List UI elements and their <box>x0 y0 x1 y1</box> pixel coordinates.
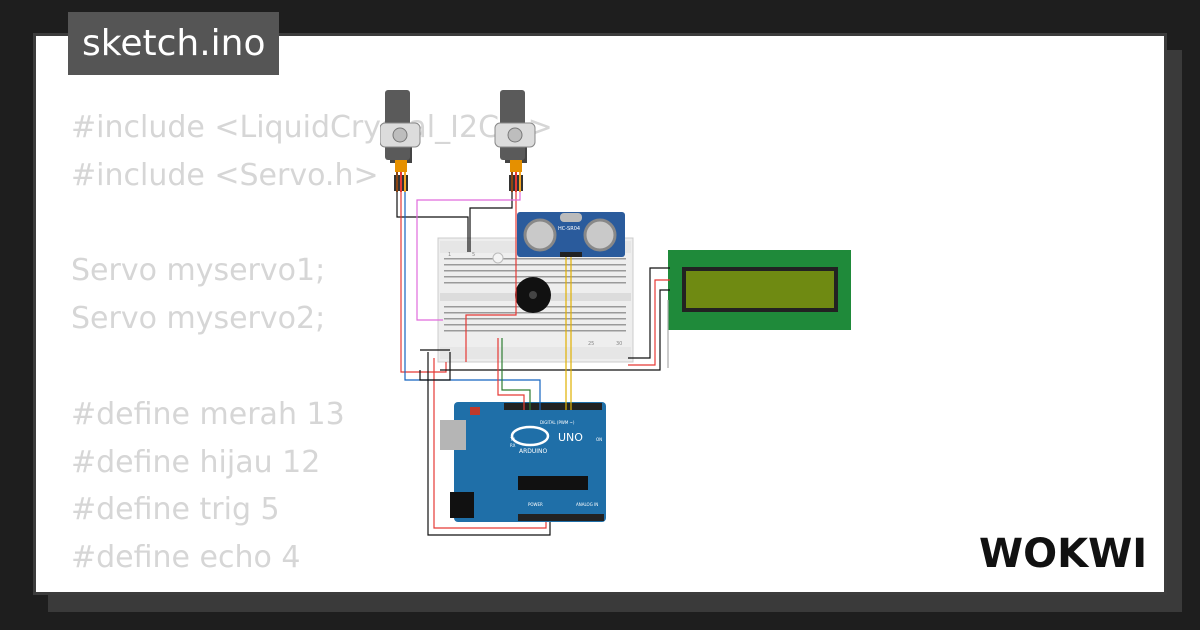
code-line: #define merah 13 <box>71 396 345 432</box>
lcd-display <box>668 250 851 330</box>
bb-col-label: 1 <box>448 252 451 258</box>
led <box>492 252 504 264</box>
code-line: #define hijau 12 <box>71 444 321 480</box>
wokwi-logo: WOKWI <box>979 531 1147 577</box>
code-line: #define trig 5 <box>71 492 280 528</box>
board-brand-label: ARDUINO <box>519 448 548 455</box>
rx-label: RX <box>510 443 516 448</box>
servo-motor <box>380 90 421 192</box>
code-line: Servo myservo2; <box>71 301 326 337</box>
tx-label: TX <box>509 437 515 442</box>
bb-col-label: 5 <box>472 252 475 258</box>
on-label: ON <box>596 437 602 442</box>
bb-col-label: 30 <box>616 341 622 347</box>
ultrasonic-sensor: HC-SR04 <box>517 212 625 257</box>
code-block: #include <LiquidCrystal_I2C.h>#include <… <box>71 104 553 592</box>
bb-col-label: 25 <box>588 341 594 347</box>
code-line: #include <Servo.h> <box>71 157 379 193</box>
buzzer <box>515 277 551 313</box>
wires <box>396 192 670 536</box>
code-line: #define buzzer 3 <box>71 582 553 592</box>
code-line: Servo myservo1; <box>71 253 326 289</box>
circuit-diagram: 1 5 15 20 25 30 HC-SR04 <box>380 90 851 536</box>
analog-header-label: ANALOG IN <box>576 502 598 507</box>
digital-header-label: DIGITAL (PWM ~) <box>540 420 575 425</box>
power-header-label: POWER <box>528 502 543 507</box>
servo-motor <box>494 90 536 192</box>
arduino-uno-board: ARDUINO UNO DIGITAL (PWM ~) POWER ANALOG… <box>440 402 606 522</box>
sensor-label: HC-SR04 <box>558 226 580 232</box>
brand-name: WOKWI <box>979 531 1147 577</box>
file-name-tag: sketch.ino <box>68 12 280 75</box>
board-model-label: UNO <box>558 431 583 444</box>
code-line: #define echo 4 <box>71 540 301 576</box>
